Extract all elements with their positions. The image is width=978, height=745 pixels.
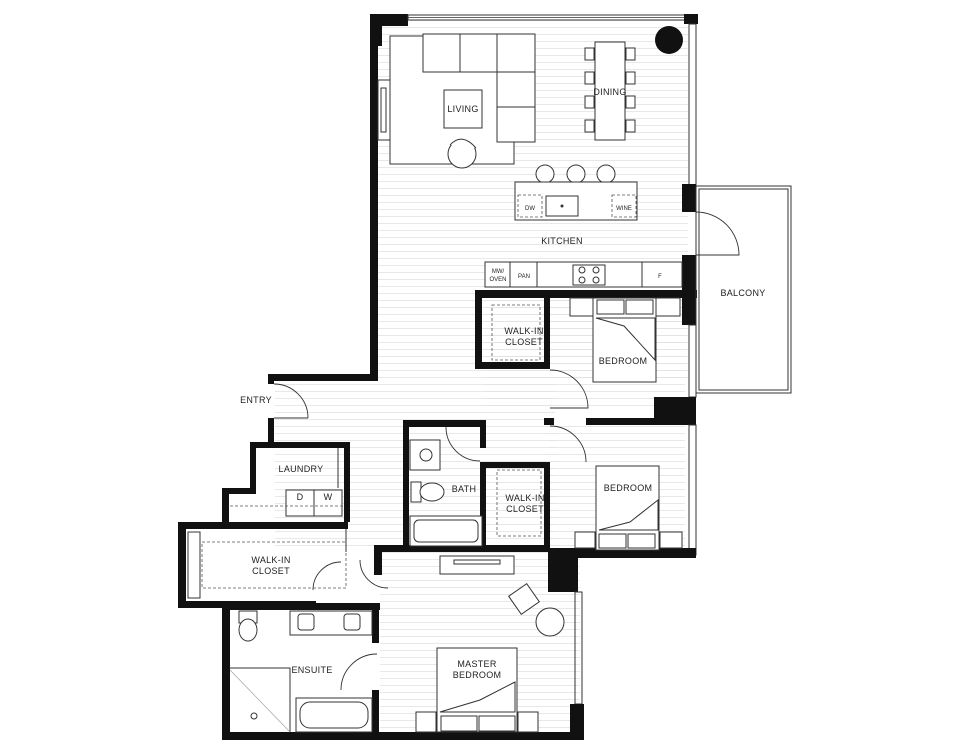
appliance-labels: DW WINE MW/ OVEN PAN F D W <box>297 206 663 502</box>
label-walkin2b: CLOSET <box>506 504 544 514</box>
bath-fixtures <box>409 439 483 547</box>
balcony <box>695 185 792 394</box>
ensuite-fixtures <box>229 610 373 733</box>
label-walkin2: WALK-IN <box>505 493 544 503</box>
bedroom2-furniture <box>496 465 683 551</box>
label-kitchen: KITCHEN <box>541 236 583 246</box>
doors <box>273 211 740 691</box>
label-oven: OVEN <box>489 277 506 283</box>
bedroom1-furniture <box>491 297 681 383</box>
label-dw: DW <box>525 206 535 212</box>
label-ensuite: ENSUITE <box>291 665 332 675</box>
walkin3-shelving <box>187 529 347 599</box>
label-laundry: LAUNDRY <box>279 464 324 474</box>
label-bedroom1: BEDROOM <box>599 356 648 366</box>
label-master: MASTER <box>457 659 497 669</box>
master-furniture <box>415 555 565 733</box>
label-wine: WINE <box>616 206 632 212</box>
label-bedroom2: BEDROOM <box>604 483 653 493</box>
label-walkin3: WALK-IN <box>251 555 290 565</box>
label-washer: W <box>324 492 333 502</box>
label-living: LIVING <box>447 104 478 114</box>
label-walkin3b: CLOSET <box>252 566 290 576</box>
label-mw: MW/ <box>492 269 505 275</box>
room-labels: LIVING DINING KITCHEN BALCONY WALK-IN CL… <box>240 87 765 680</box>
laundry-appliances <box>230 448 344 517</box>
label-pan: PAN <box>518 274 530 280</box>
label-walkin1b: CLOSET <box>505 337 543 347</box>
label-masterb: BEDROOM <box>453 670 502 680</box>
label-fridge: F <box>658 274 662 280</box>
living-furniture <box>377 33 536 169</box>
dining-table <box>584 41 636 141</box>
column <box>655 26 683 54</box>
label-balcony: BALCONY <box>720 288 765 298</box>
kitchen-island <box>514 164 638 221</box>
label-dryer: D <box>297 492 304 502</box>
label-bath: BATH <box>452 484 477 494</box>
label-entry: ENTRY <box>240 395 272 405</box>
exterior-walls <box>178 14 698 740</box>
label-dining: DINING <box>593 87 626 97</box>
kitchen-counter <box>484 261 683 288</box>
label-walkin1: WALK-IN <box>504 326 543 336</box>
